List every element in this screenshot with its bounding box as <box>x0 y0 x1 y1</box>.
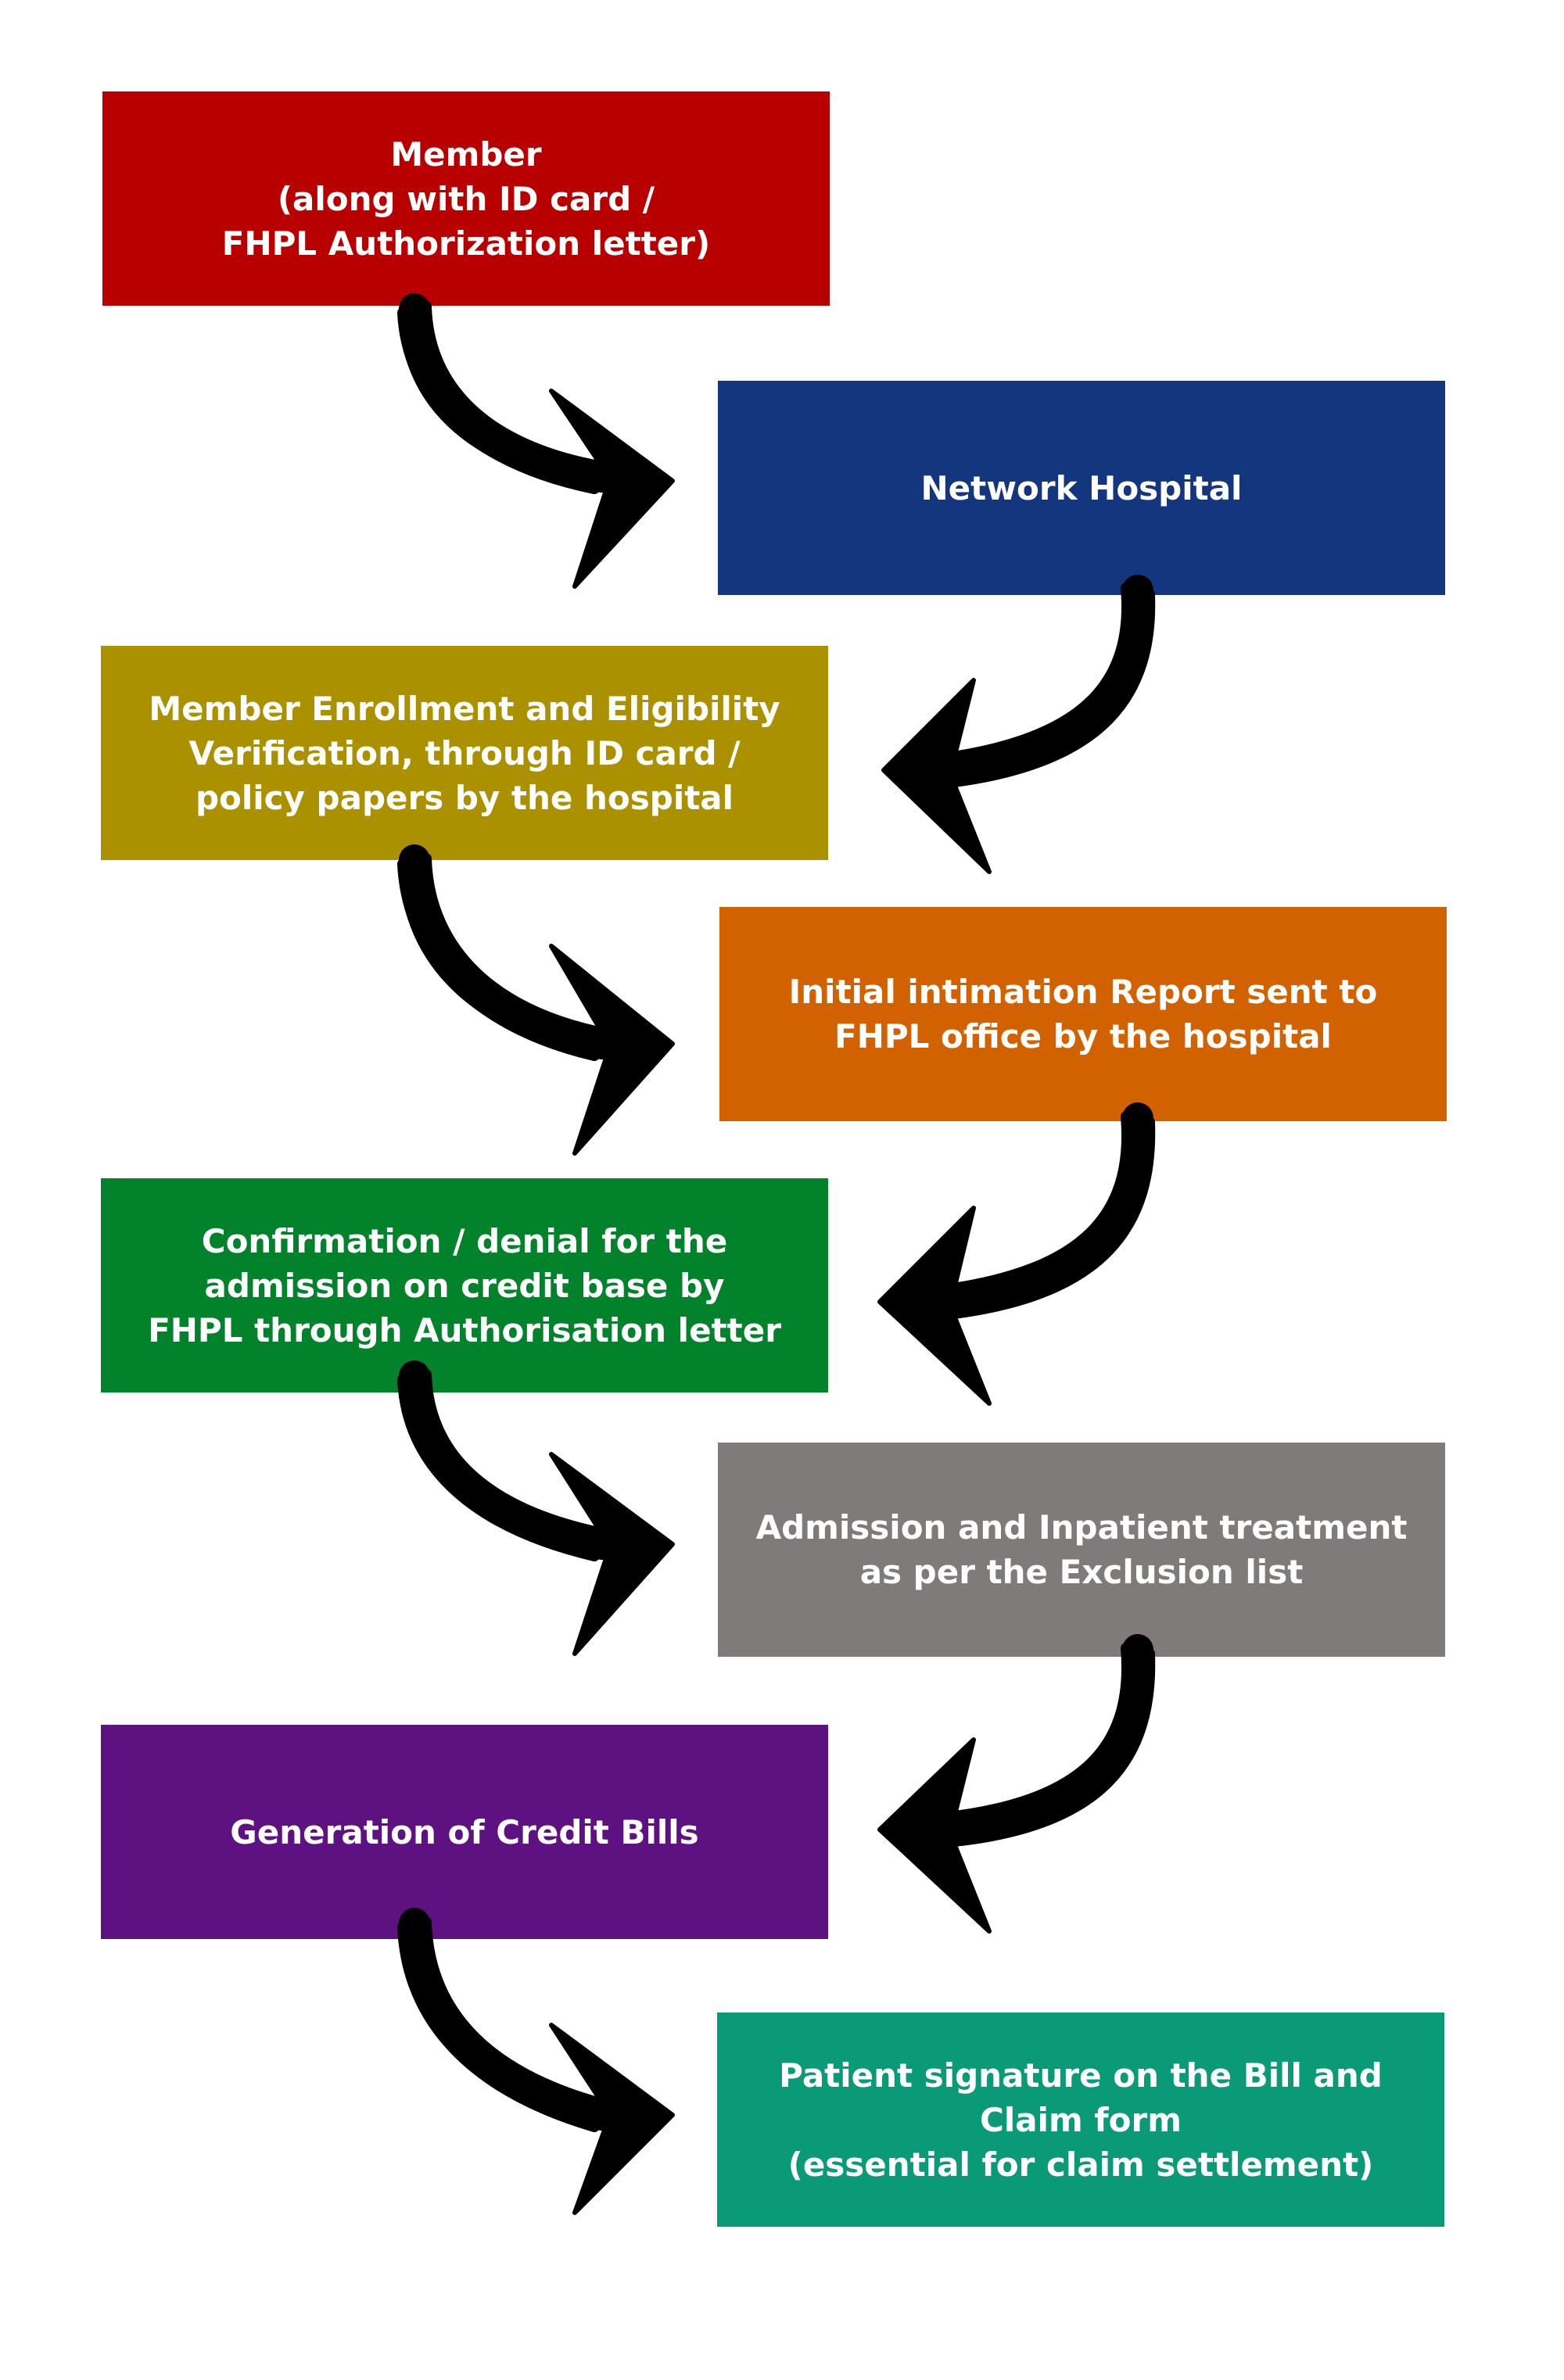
step-member: Member (along with ID card / FHPL Author… <box>102 91 830 306</box>
step-initial-intimation: Initial intimation Report sent to FHPL o… <box>719 907 1447 1121</box>
arrow-right-icon <box>397 1908 675 2215</box>
step-patient-signature-label: Patient signature on the Bill and Claim … <box>779 2056 1383 2184</box>
step-enrollment-label: Member Enrollment and Eligibility Verifi… <box>149 689 780 817</box>
arrow-right-icon <box>397 844 675 1156</box>
step-admission-label: Admission and Inpatient treatment as per… <box>755 1508 1408 1591</box>
arrow-right-icon <box>397 1360 675 1656</box>
step-patient-signature: Patient signature on the Bill and Claim … <box>717 2013 1444 2227</box>
arrow-left-icon <box>877 1634 1156 1934</box>
arrow-left-icon <box>881 575 1156 874</box>
step-confirmation: Confirmation / denial for the admission … <box>101 1178 828 1393</box>
step-confirmation-label: Confirmation / denial for the admission … <box>148 1221 781 1350</box>
arrow-right-icon <box>397 293 675 589</box>
step-member-label: Member (along with ID card / FHPL Author… <box>221 134 711 263</box>
step-network-hospital-label: Network Hospital <box>920 468 1243 507</box>
step-credit-bills-label: Generation of Credit Bills <box>230 1812 699 1851</box>
step-credit-bills: Generation of Credit Bills <box>101 1725 828 1939</box>
step-enrollment: Member Enrollment and Eligibility Verifi… <box>101 646 828 860</box>
step-admission: Admission and Inpatient treatment as per… <box>718 1443 1445 1657</box>
arrow-left-icon <box>877 1102 1156 1406</box>
step-initial-intimation-label: Initial intimation Report sent to FHPL o… <box>788 973 1378 1056</box>
step-network-hospital: Network Hospital <box>718 381 1445 595</box>
